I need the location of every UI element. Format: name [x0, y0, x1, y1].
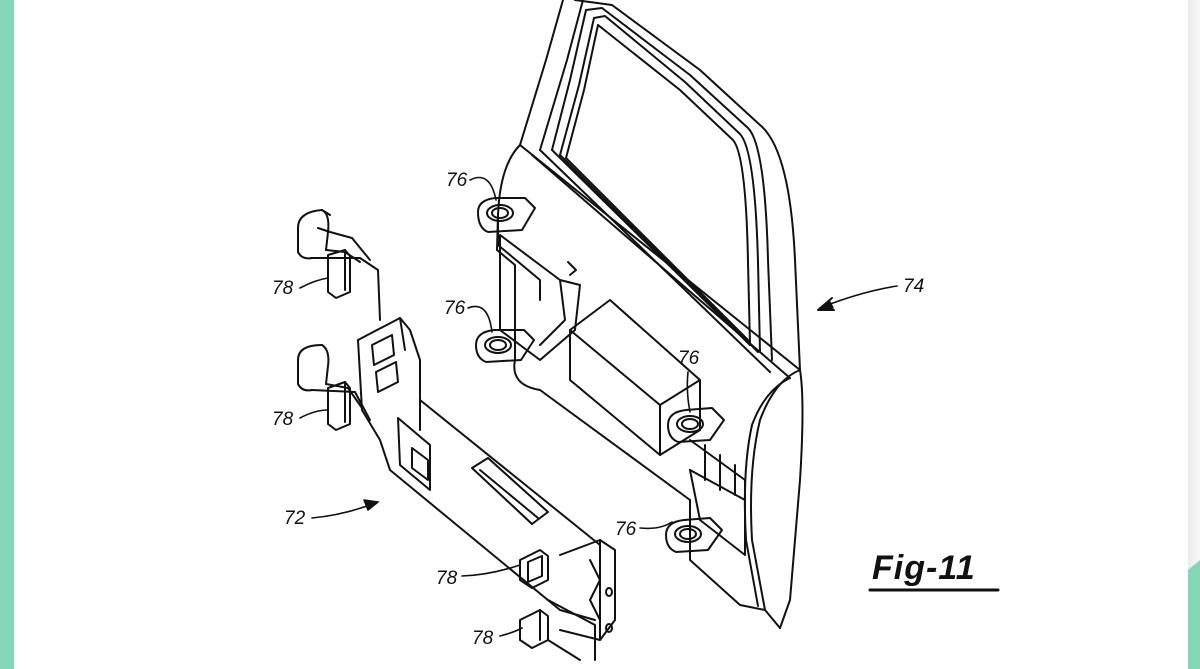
- label-tab-76: 76: [615, 519, 637, 540]
- door-tab-mid-left: [475, 329, 535, 363]
- label-clip-78: 78: [472, 628, 494, 649]
- label-tab-76: 76: [444, 298, 466, 319]
- label-door-74: 74: [903, 276, 924, 297]
- right-scroll-edge: [1188, 0, 1200, 669]
- door-assembly: [496, 0, 804, 629]
- figure-caption-group: Fig-11: [868, 549, 1000, 592]
- label-tab-76: 76: [446, 170, 468, 191]
- leader-lines: [299, 176, 691, 637]
- door-tab-upper-left: [477, 197, 536, 233]
- label-clip-78: 78: [272, 409, 294, 430]
- bracket-assembly: [297, 209, 616, 661]
- door-arrow: [817, 285, 898, 311]
- left-accent-strip: [0, 0, 14, 669]
- label-clip-78: 78: [436, 568, 458, 589]
- door-tab-lower: [665, 517, 723, 553]
- bracket-arrow: [311, 499, 379, 519]
- label-tab-76: 76: [678, 348, 700, 369]
- label-clip-78: 78: [272, 278, 294, 299]
- reference-numerals: 74 72 76 76 76 76 78 78 78 78: [272, 170, 924, 649]
- corner-accent-tab: [1188, 560, 1200, 669]
- door-tab-mid-right: [667, 407, 725, 443]
- label-bracket-72: 72: [284, 508, 306, 529]
- figure-caption: Fig-11: [872, 549, 976, 587]
